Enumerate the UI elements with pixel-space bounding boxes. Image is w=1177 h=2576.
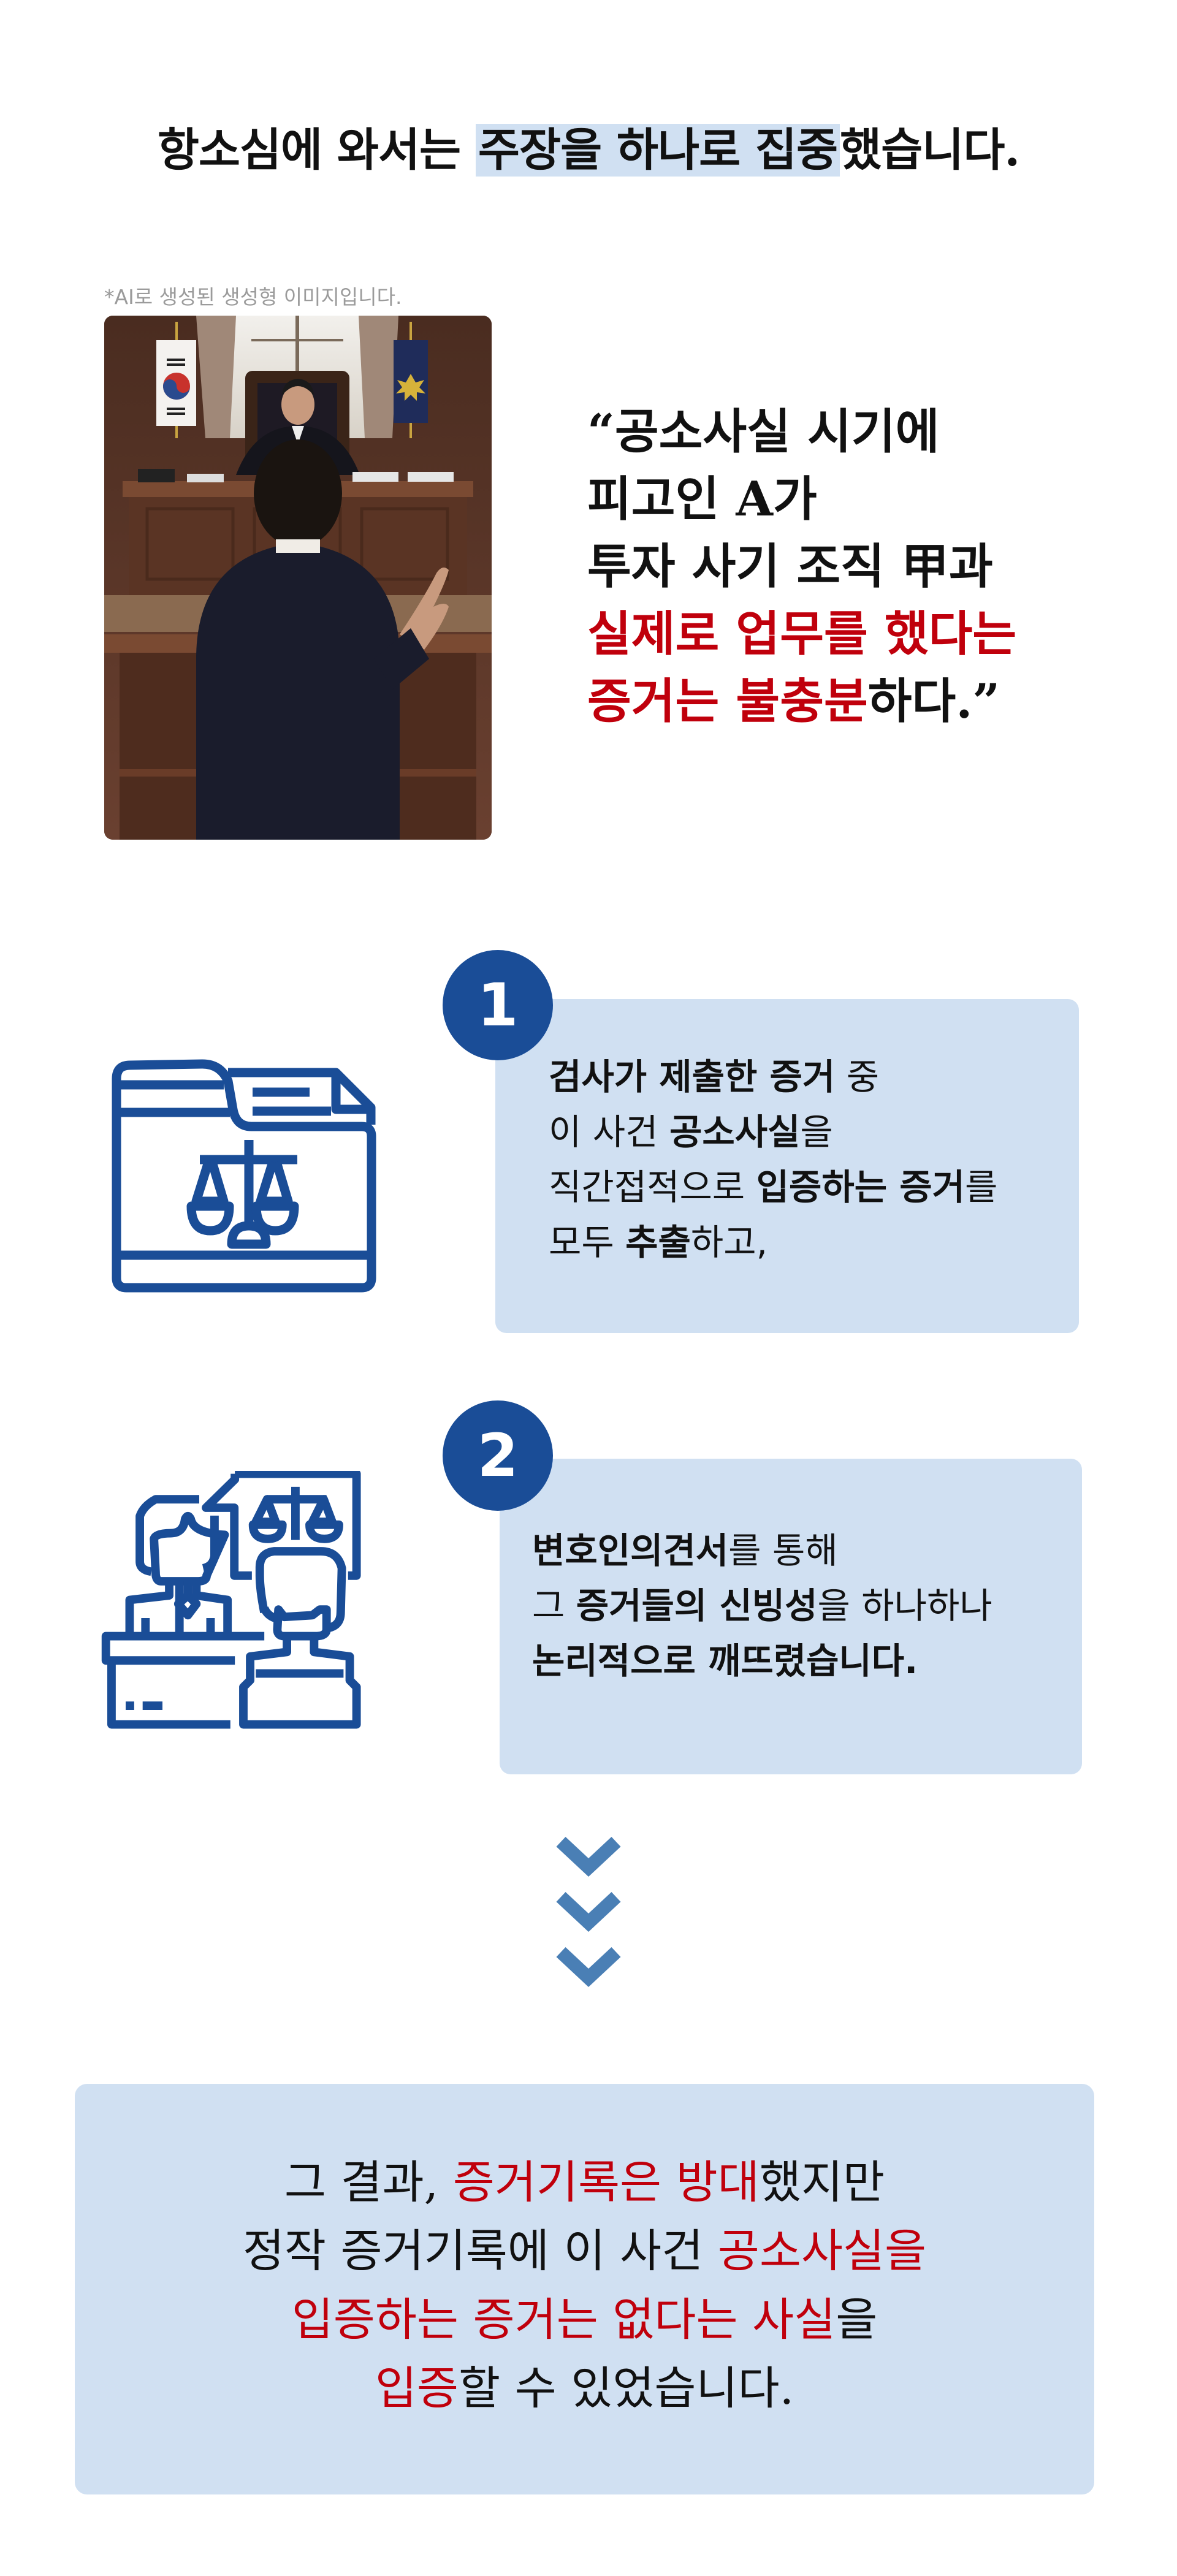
courtroom-image <box>104 316 492 840</box>
quote-block: “공소사실 시기에 피고인 A가 투자 사기 조직 甲과 실제로 업무를 했다는… <box>587 398 1016 735</box>
step-2-line: 그 증거들의 신빙성을 하나하나 <box>532 1578 992 1633</box>
text: 을 하나하나 <box>817 1585 992 1627</box>
step-1-line: 이 사건 공소사실을 <box>549 1104 997 1160</box>
conclusion-card <box>75 2084 1094 2494</box>
folder-scales-icon <box>98 1048 386 1296</box>
bold-text: 논리적으로 깨뜨렸습니다. <box>532 1640 918 1682</box>
text: 를 <box>964 1166 998 1208</box>
text: 를 통해 <box>728 1530 838 1571</box>
heading-text-before: 항소심에 와서는 <box>157 124 476 177</box>
quote-line: 증거는 불충분하다.” <box>587 668 1016 735</box>
quote-line: “공소사실 시기에 <box>587 398 1016 466</box>
courtroom-photo <box>104 316 492 840</box>
quote-text: 투자 사기 조직 甲과 <box>587 539 993 595</box>
conclusion-line: 정작 증거기록에 이 사건 공소사실을 <box>75 2217 1094 2285</box>
text: 하고, <box>690 1222 768 1263</box>
text: 을 <box>836 2293 878 2346</box>
ai-image-caption: *AI로 생성된 생성형 이미지입니다. <box>104 285 402 309</box>
step-1-card <box>495 999 1079 1333</box>
chevron-down-icon <box>556 1836 621 1988</box>
text: 직간접적으로 <box>549 1166 756 1208</box>
red-text: 입증하는 증거는 없다는 사실 <box>291 2293 836 2346</box>
red-text: 증거기록은 방대 <box>452 2156 760 2209</box>
red-text: 입증 <box>375 2362 459 2415</box>
quote-text-red: 실제로 업무를 했다는 <box>587 606 1017 662</box>
quote-text: “공소사실 시기에 <box>587 404 940 460</box>
step-2-badge: 2 <box>443 1400 553 1511</box>
chevron-stack <box>552 1829 625 1991</box>
conclusion-line: 입증하는 증거는 없다는 사실을 <box>75 2285 1094 2354</box>
text: 모두 <box>549 1222 626 1263</box>
lawyer-client-scales-icon <box>86 1469 386 1768</box>
conclusion-line: 입증할 수 있었습니다. <box>75 2354 1094 2423</box>
quote-text: 하다.” <box>867 674 1000 729</box>
bold-text: 입증하는 증거 <box>756 1166 965 1208</box>
bold-text: 검사가 제출한 증거 <box>549 1056 836 1098</box>
text: 정작 증거기록에 이 사건 <box>242 2225 718 2278</box>
step-1-badge: 1 <box>443 950 553 1060</box>
bold-text: 추출 <box>625 1222 691 1263</box>
bold-text: 증거들의 신빙성 <box>576 1585 818 1627</box>
heading-highlight: 주장을 하나로 집중 <box>475 124 840 177</box>
step-1-text: 검사가 제출한 증거 중 이 사건 공소사실을 직간접적으로 입증하는 증거를 … <box>549 1049 997 1270</box>
step-2-line: 논리적으로 깨뜨렸습니다. <box>532 1633 992 1689</box>
quote-text: 피고인 A가 <box>587 471 817 527</box>
red-text: 공소사실을 <box>717 2225 927 2278</box>
quote-line: 투자 사기 조직 甲과 <box>587 533 1016 601</box>
step-2-line: 변호인의견서를 통해 <box>532 1523 992 1578</box>
text: 그 <box>532 1585 576 1627</box>
quote-line: 피고인 A가 <box>587 466 1016 533</box>
text: 했지만 <box>759 2156 885 2209</box>
text: 중 <box>835 1056 880 1098</box>
step-1-line: 모두 추출하고, <box>549 1215 997 1270</box>
text: 그 결과, <box>284 2156 453 2209</box>
text: 이 사건 <box>549 1111 669 1153</box>
text: 을 <box>800 1111 833 1153</box>
step-1-line: 직간접적으로 입증하는 증거를 <box>549 1160 997 1215</box>
page-heading: 항소심에 와서는 주장을 하나로 집중했습니다. <box>0 116 1177 184</box>
bold-text: 공소사실 <box>669 1111 801 1153</box>
text: 할 수 있었습니다. <box>459 2362 794 2415</box>
quote-line: 실제로 업무를 했다는 <box>587 601 1016 668</box>
step-1-line: 검사가 제출한 증거 중 <box>549 1049 997 1104</box>
step-2-text: 변호인의견서를 통해 그 증거들의 신빙성을 하나하나 논리적으로 깨뜨렸습니다… <box>532 1523 992 1689</box>
bold-text: 변호인의견서 <box>532 1530 729 1571</box>
conclusion-text: 그 결과, 증거기록은 방대했지만 정작 증거기록에 이 사건 공소사실을 입증… <box>75 2148 1094 2423</box>
heading-text-after: 했습니다. <box>840 124 1020 177</box>
conclusion-line: 그 결과, 증거기록은 방대했지만 <box>75 2148 1094 2217</box>
step-2-card <box>500 1459 1082 1774</box>
quote-text-red: 증거는 불충분 <box>587 674 868 729</box>
